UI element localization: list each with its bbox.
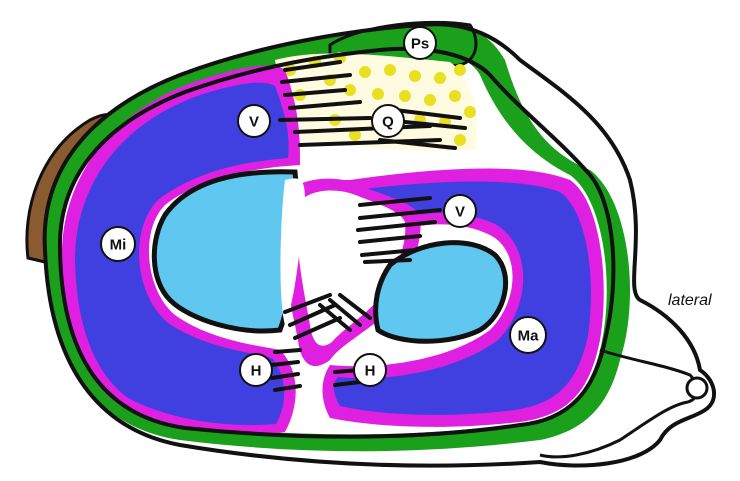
svg-text:V: V [455,204,465,221]
label-mi: Mi [101,227,135,261]
label-v-right: V [444,195,476,227]
svg-text:H: H [365,363,376,380]
svg-text:V: V [249,114,259,131]
svg-text:Ma: Ma [518,328,539,345]
svg-text:Mi: Mi [110,237,127,254]
label-h-right: H [354,354,386,386]
svg-text:Ps: Ps [411,36,429,53]
svg-text:H: H [251,363,262,380]
label-v-top: V [238,105,270,137]
label-ma: Ma [510,317,546,353]
lateral-label: lateral [668,292,712,309]
fibula-head [687,378,707,398]
label-q: Q [372,105,404,137]
label-h-left: H [240,354,272,386]
svg-text:Q: Q [382,114,394,131]
label-ps: Ps [404,27,436,59]
